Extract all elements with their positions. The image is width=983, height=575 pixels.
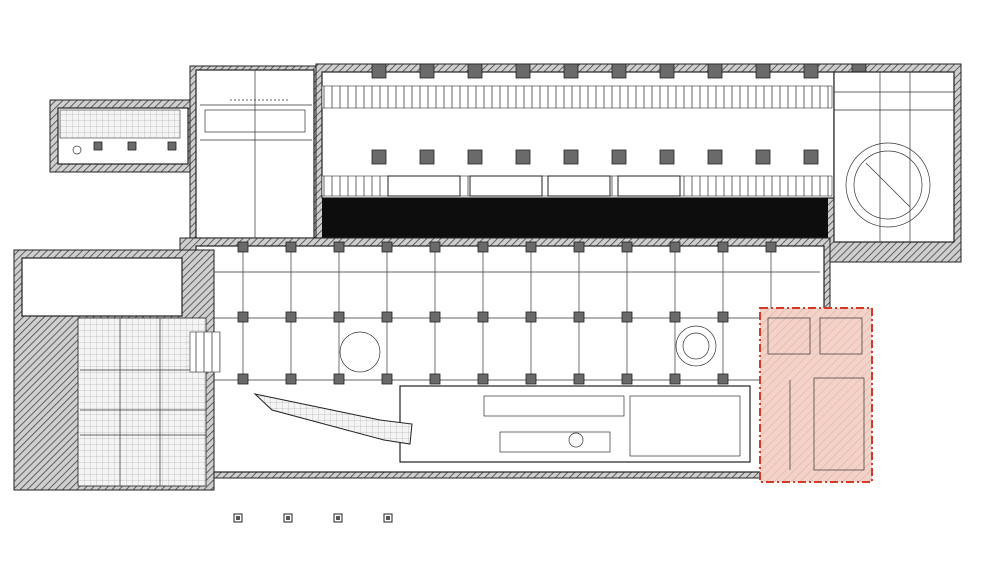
column-pier — [381, 373, 393, 385]
column-pier — [717, 373, 729, 385]
column-pier — [285, 373, 297, 385]
column-pier — [563, 63, 579, 79]
column-pier — [515, 149, 531, 165]
column-pier — [669, 373, 681, 385]
column-pier — [765, 241, 777, 253]
column-pier — [515, 63, 531, 79]
column-pier — [429, 311, 441, 323]
column-pier — [371, 63, 387, 79]
column-pier — [285, 311, 297, 323]
column-pier — [573, 241, 585, 253]
column-pier — [659, 149, 675, 165]
column-pier — [525, 311, 537, 323]
column-pier — [429, 241, 441, 253]
column-pier — [621, 311, 633, 323]
column-pier — [525, 373, 537, 385]
column-pier — [429, 373, 441, 385]
column-pier — [477, 311, 489, 323]
column-pier — [467, 149, 483, 165]
column-pier — [621, 241, 633, 253]
column-pier — [477, 241, 489, 253]
column-pier — [669, 241, 681, 253]
column-pier — [467, 63, 483, 79]
column-pier — [333, 311, 345, 323]
column-pier — [237, 373, 249, 385]
column-pier — [659, 63, 675, 79]
column-pier — [621, 373, 633, 385]
column-pier — [419, 149, 435, 165]
column-pier — [669, 311, 681, 323]
highlighted-zone[interactable] — [759, 307, 873, 483]
lower-strip — [253, 385, 751, 463]
column-pier — [477, 373, 489, 385]
column-pier — [381, 311, 393, 323]
stair-block — [189, 65, 321, 242]
lower-left-block — [13, 249, 221, 491]
column-pier — [285, 241, 297, 253]
column-pier — [803, 149, 819, 165]
column-pier — [707, 149, 723, 165]
column-pier — [755, 63, 771, 79]
column-pier — [717, 241, 729, 253]
column-pier — [707, 63, 723, 79]
column-pier — [371, 149, 387, 165]
column-pier — [573, 373, 585, 385]
column-pier — [755, 149, 771, 165]
rack-hall — [315, 63, 962, 308]
exterior-posts — [233, 513, 393, 523]
column-pier — [381, 241, 393, 253]
column-pier — [611, 63, 627, 79]
column-pier — [803, 63, 819, 79]
column-pier — [237, 241, 249, 253]
column-pier — [419, 63, 435, 79]
column-pier — [525, 241, 537, 253]
column-pier — [333, 241, 345, 253]
column-pier — [237, 311, 249, 323]
column-pier — [611, 149, 627, 165]
column-pier — [333, 373, 345, 385]
column-pier — [563, 149, 579, 165]
left-annex — [49, 99, 196, 173]
column-pier — [573, 311, 585, 323]
column-pier — [717, 311, 729, 323]
